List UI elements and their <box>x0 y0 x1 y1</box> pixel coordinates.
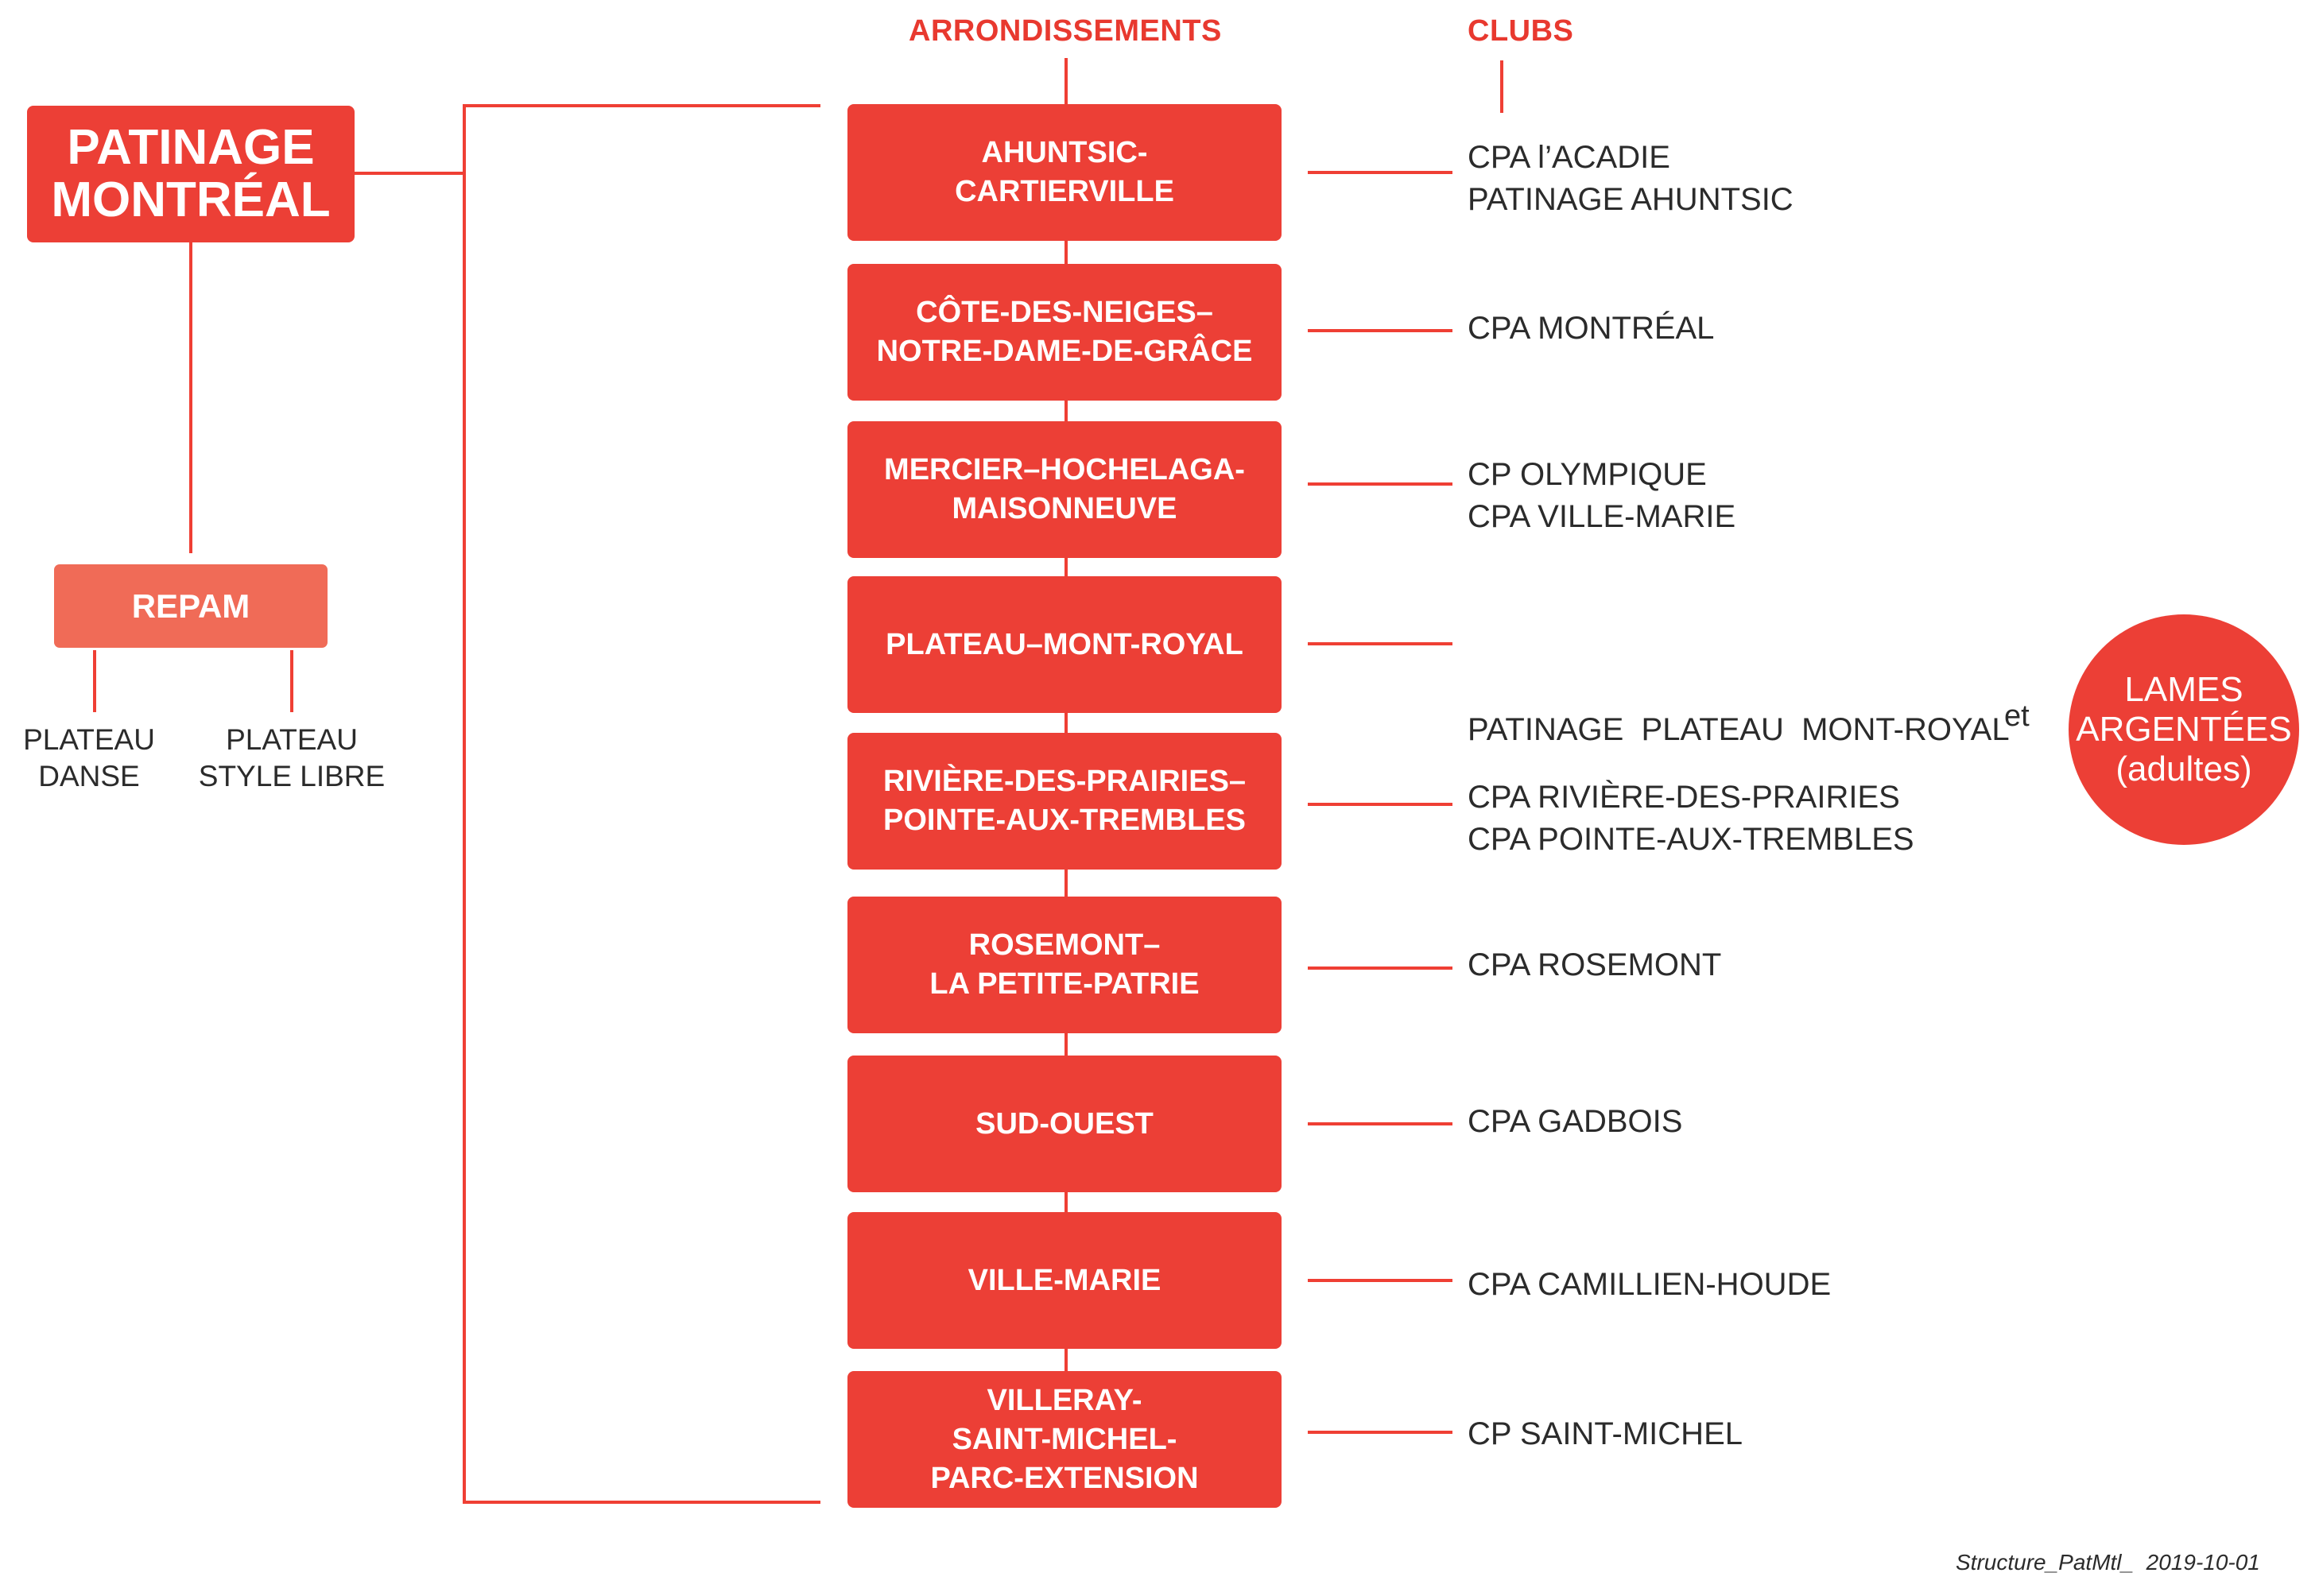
root-line-1: PATINAGE <box>67 120 315 175</box>
plateau-style-libre-line-1: PLATEAU <box>226 723 358 756</box>
borough-node: PLATEAU–MONT-ROYAL <box>847 576 1282 713</box>
borough-line: NOTRE-DAME-DE-GRÂCE <box>876 335 1253 368</box>
club-name: CPA ROSEMONT <box>1468 947 1722 982</box>
club-list: CP OLYMPIQUE CPA VILLE-MARIE <box>1468 454 1735 538</box>
club-name: CPA MONTRÉAL <box>1468 311 1715 346</box>
plateau-style-libre-label: PLATEAU STYLE LIBRE <box>191 722 393 795</box>
borough-line: SAINT-MICHEL- <box>952 1422 1177 1456</box>
clubs-header: CLUBS <box>1468 14 1574 48</box>
plateau-style-libre-line-2: STYLE LIBRE <box>198 760 386 792</box>
repam-to-danse-line <box>93 650 96 712</box>
borough-node: ROSEMONT– LA PETITE-PATRIE <box>847 897 1282 1033</box>
root-to-bracket-line <box>355 172 464 175</box>
club-connector-line <box>1308 329 1452 332</box>
borough-line: LA PETITE-PATRIE <box>929 967 1200 1001</box>
repam-to-style-libre-line <box>290 650 293 712</box>
club-connector-line <box>1308 1122 1452 1125</box>
plateau-danse-line-1: PLATEAU <box>23 723 155 756</box>
borough-node: VILLE-MARIE <box>847 1212 1282 1349</box>
clubs-header-connector <box>1500 60 1503 113</box>
borough-node: AHUNTSIC- CARTIERVILLE <box>847 104 1282 241</box>
borough-node: RIVIÈRE-DES-PRAIRIES– POINTE-AUX-TREMBLE… <box>847 733 1282 870</box>
club-connector-line <box>1308 967 1452 970</box>
repam-node: REPAM <box>54 564 328 648</box>
club-connector-line <box>1308 1279 1452 1282</box>
plateau-danse-line-2: DANSE <box>38 760 140 792</box>
club-list: CPA CAMILLIEN-HOUDE <box>1468 1264 1831 1306</box>
borough-line: VILLERAY- <box>987 1383 1142 1417</box>
club-connector-line <box>1308 803 1452 806</box>
borough-node: SUD-OUEST <box>847 1056 1282 1192</box>
borough-line: PARC-EXTENSION <box>930 1461 1199 1495</box>
club-name: CP OLYMPIQUE <box>1468 457 1707 492</box>
borough-line: MAISONNEUVE <box>952 492 1177 525</box>
borough-line: POINTE-AUX-TREMBLES <box>883 804 1246 837</box>
club-list: CPA GADBOIS <box>1468 1101 1682 1143</box>
club-name: CPA VILLE-MARIE <box>1468 499 1736 534</box>
bracket-top-line <box>463 104 820 107</box>
lames-argentees-circle: LAMES ARGENTÉES (adultes) <box>2069 614 2299 845</box>
club-list: CP SAINT-MICHEL <box>1468 1413 1743 1455</box>
bracket-vertical-line <box>463 104 466 1504</box>
club-connector-line <box>1308 482 1452 486</box>
club-name: CPA l’ACADIE <box>1468 140 1670 175</box>
club-name: PATINAGE AHUNTSIC <box>1468 182 1794 217</box>
arrondissements-header-connector <box>1064 58 1068 106</box>
club-list: PATINAGE PLATEAU MONT-ROYAL <box>1468 625 2010 793</box>
borough-line: ROSEMONT– <box>968 928 1161 962</box>
club-name: CPA RIVIÈRE-DES-PRAIRIES <box>1468 780 1900 815</box>
et-label: et <box>2004 699 2030 733</box>
club-list: CPA RIVIÈRE-DES-PRAIRIES CPA POINTE-AUX-… <box>1468 777 1914 861</box>
borough-node: MERCIER–HOCHELAGA- MAISONNEUVE <box>847 421 1282 558</box>
circle-line-2: ARGENTÉES <box>2076 710 2292 749</box>
borough-node: CÔTE-DES-NEIGES– NOTRE-DAME-DE-GRÂCE <box>847 264 1282 401</box>
borough-line: MERCIER–HOCHELAGA- <box>884 453 1245 486</box>
borough-line: RIVIÈRE-DES-PRAIRIES– <box>882 765 1247 798</box>
borough-line: SUD-OUEST <box>975 1106 1154 1141</box>
arrondissements-header: ARRONDISSEMENTS <box>909 14 1222 48</box>
borough-line: PLATEAU–MONT-ROYAL <box>886 627 1243 661</box>
root-to-repam-line <box>189 242 192 553</box>
club-list: CPA l’ACADIE PATINAGE AHUNTSIC <box>1468 137 1794 221</box>
bracket-bottom-line <box>463 1501 820 1504</box>
circle-line-1: LAMES <box>2124 670 2243 709</box>
club-name: CPA CAMILLIEN-HOUDE <box>1468 1267 1832 1302</box>
borough-line: AHUNTSIC- <box>981 136 1148 169</box>
plateau-danse-label: PLATEAU DANSE <box>16 722 162 795</box>
club-name: CP SAINT-MICHEL <box>1468 1416 1743 1451</box>
borough-line: VILLE-MARIE <box>968 1263 1161 1297</box>
club-name: PATINAGE PLATEAU MONT-ROYAL <box>1468 712 2010 747</box>
borough-node: VILLERAY- SAINT-MICHEL- PARC-EXTENSION <box>847 1371 1282 1508</box>
club-name: CPA GADBOIS <box>1468 1104 1683 1139</box>
patinage-montreal-node: PATINAGE MONTRÉAL <box>27 106 355 242</box>
circle-line-3: (adultes) <box>2115 750 2252 788</box>
footer-label: Structure_PatMtl_ 2019-10-01 <box>1956 1550 2260 1575</box>
club-list: CPA ROSEMONT <box>1468 944 1721 986</box>
borough-line: CÔTE-DES-NEIGES– <box>916 296 1213 329</box>
club-connector-line <box>1308 1431 1452 1434</box>
club-connector-line <box>1308 171 1452 174</box>
club-list: CPA MONTRÉAL <box>1468 308 1714 350</box>
root-line-2: MONTRÉAL <box>51 172 331 227</box>
club-name: CPA POINTE-AUX-TREMBLES <box>1468 822 1914 857</box>
borough-line: CARTIERVILLE <box>955 175 1174 208</box>
club-connector-line <box>1308 642 1452 645</box>
